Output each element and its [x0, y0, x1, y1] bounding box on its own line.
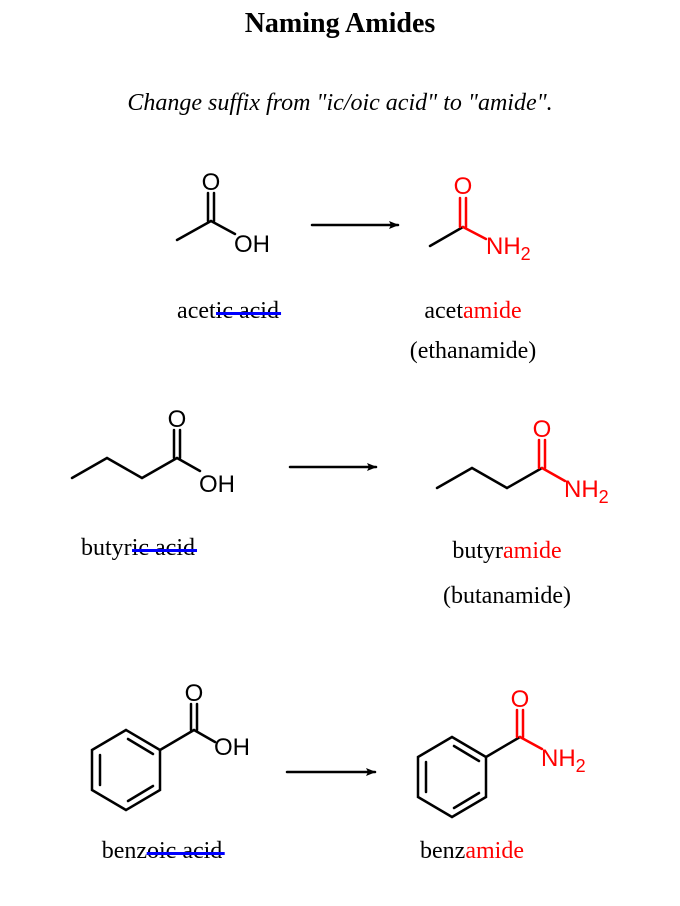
- hydroxyl-label: OH: [234, 231, 270, 258]
- subtitle: Change suffix from "ic/oic acid" to "ami…: [127, 90, 553, 116]
- amide-suffix: amide: [462, 298, 522, 324]
- struck-suffix: oic acid: [147, 838, 223, 864]
- hydroxyl-label: OH: [214, 734, 250, 761]
- page-title: Naming Amides: [244, 8, 436, 39]
- acid-stem: benz: [101, 838, 148, 864]
- acid-stem: butyr: [81, 535, 132, 561]
- butyric-acid-structure: [70, 428, 202, 480]
- benzamide-structure: [416, 708, 544, 819]
- oxygen-label: O: [168, 406, 187, 433]
- acetamide-structure: [428, 196, 488, 248]
- amide-stem: acet: [424, 298, 463, 324]
- amine-label: NH2: [564, 476, 609, 507]
- amine-label: NH2: [541, 745, 586, 776]
- acid-name: butyric acid: [81, 535, 195, 562]
- amide-stem: butyr: [452, 538, 504, 564]
- amide-name: benzamide: [420, 838, 524, 865]
- hydroxyl-label: OH: [199, 471, 235, 498]
- amide-suffix: amide: [465, 838, 524, 864]
- amide-name: butyramide: [452, 538, 561, 565]
- struck-suffix: ic acid: [215, 298, 279, 324]
- oxygen-label: O: [202, 169, 221, 196]
- amide-stem: benz: [420, 838, 466, 864]
- oxygen-label: O: [454, 173, 473, 200]
- benzoic-acid-structure: [90, 702, 217, 812]
- struck-suffix: ic acid: [131, 535, 195, 561]
- oxygen-label: O: [185, 680, 204, 707]
- acid-name: acetic acid: [177, 298, 279, 325]
- amine-label: NH2: [486, 233, 531, 264]
- oxygen-label: O: [533, 416, 552, 443]
- amide-suffix: amide: [503, 538, 562, 564]
- iupac-name: (butanamide): [443, 583, 571, 609]
- iupac-name: (ethanamide): [409, 338, 537, 364]
- acetic-acid-structure: [175, 191, 237, 242]
- amide-name: acetamide: [424, 298, 521, 325]
- acid-stem: acet: [177, 298, 216, 324]
- oxygen-label: O: [511, 686, 530, 713]
- butyramide-structure: [435, 438, 567, 490]
- acid-name: benzoic acid: [102, 838, 223, 865]
